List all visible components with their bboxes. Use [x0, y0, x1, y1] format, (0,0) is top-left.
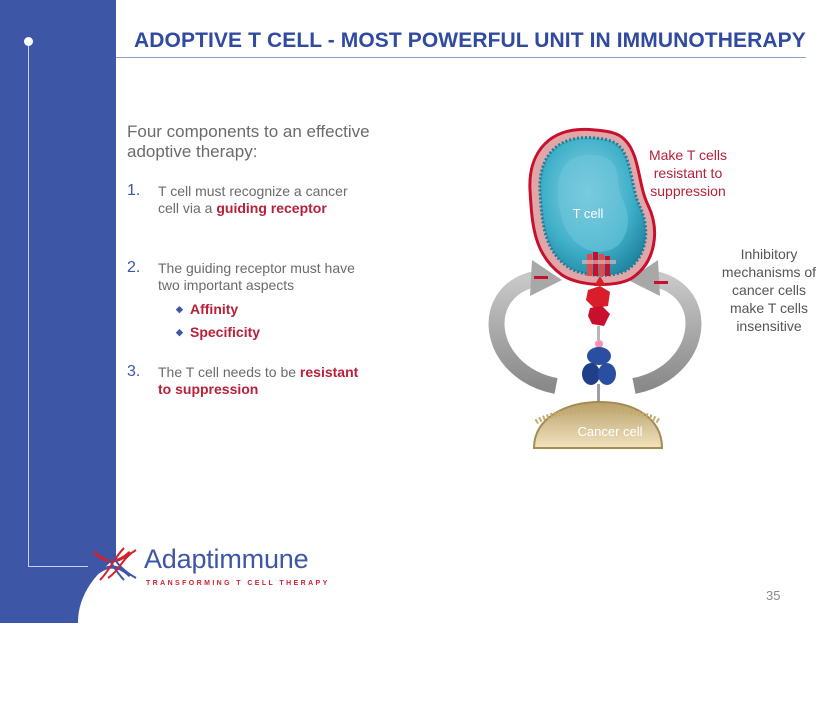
cancer-cell: [532, 400, 664, 449]
right-arrowhead: [628, 260, 660, 296]
item-number: 1.: [127, 182, 141, 199]
helix-icon: [92, 547, 137, 581]
item-text: The T cell needs to be resistant to supp…: [158, 364, 367, 398]
item-body: The T cell needs to be: [158, 364, 300, 380]
item-number: 2.: [127, 259, 141, 276]
item-text: The guiding receptor must have two impor…: [158, 260, 355, 293]
item-body: T cell must recognize a cancer cell via …: [158, 183, 348, 216]
list-item-1: 1. T cell must recognize a cancer cell v…: [127, 182, 367, 217]
resistance-note: Make T cells resistant to suppression: [648, 147, 728, 199]
left-arrow: [488, 270, 558, 394]
tcr-stalk: [597, 326, 600, 340]
diamond-bullet-icon: ◆: [176, 327, 183, 337]
logo-tagline: TRANSFORMING T CELL THERAPY: [146, 580, 330, 587]
right-arrow: [632, 270, 702, 394]
side-dot: [24, 37, 33, 46]
side-band: [0, 0, 116, 623]
cancer-cell-label: Cancer cell: [577, 424, 642, 439]
logo-wordmark: Adaptimmune: [144, 544, 309, 574]
cancer-membrane: [534, 407, 662, 425]
list-item-2: 2. The guiding receptor must have two im…: [127, 259, 367, 294]
t-cell-nucleus: [557, 154, 628, 252]
inhibition-note: Inhibitory mechanisms of cancer cells ma…: [721, 246, 817, 334]
item-highlight: resistant to suppression: [158, 364, 359, 397]
mhc-molecule: [582, 347, 616, 402]
subitem-label: Specificity: [190, 324, 261, 340]
intro-text: Four components to an effective adoptive…: [127, 122, 370, 161]
item-text: T cell must recognize a cancer cell via …: [158, 183, 367, 217]
item-highlight: guiding receptor: [216, 200, 327, 216]
page-number: 35: [766, 588, 781, 603]
t-cell-label: T cell: [573, 206, 604, 221]
slide-title: ADOPTIVE T CELL - MOST POWERFUL UNIT IN …: [134, 29, 806, 52]
subitem-label: Affinity: [190, 301, 239, 317]
t-cell-receptor: [582, 252, 616, 276]
peptide: [595, 340, 603, 348]
subitem-specificity: ◆ Specificity: [176, 324, 261, 340]
side-hline: [28, 566, 88, 567]
minus-right: [654, 281, 668, 284]
title-rule: [116, 57, 806, 58]
list-item-3: 3. The T cell needs to be resistant to s…: [127, 363, 367, 398]
side-line: [28, 42, 29, 567]
minus-left: [534, 276, 548, 279]
subitem-affinity: ◆ Affinity: [176, 301, 239, 317]
diamond-bullet-icon: ◆: [176, 304, 183, 314]
t-cell-diagram: T cell Cancer cell: [488, 127, 702, 449]
guiding-receptor: [586, 276, 610, 326]
item-number: 3.: [127, 363, 141, 380]
